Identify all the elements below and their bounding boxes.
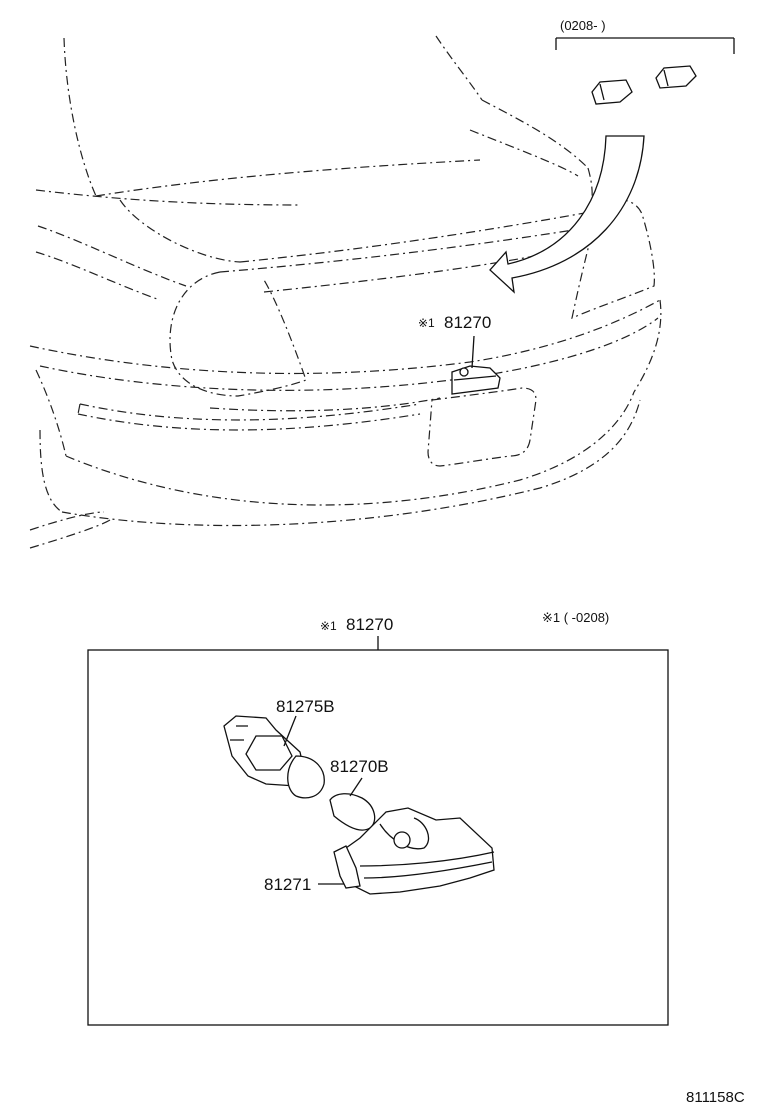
inset-lamp-parts bbox=[591, 65, 697, 105]
part-bulb-label: 81270B bbox=[330, 757, 389, 776]
footnote-label: ※1 ( -0208) bbox=[542, 610, 609, 625]
detail-number: 81270 bbox=[346, 615, 393, 634]
callout-top-number: 81270 bbox=[444, 313, 491, 332]
part-socket-label: 81275B bbox=[276, 697, 335, 716]
part-lens-label: 81271 bbox=[264, 875, 311, 894]
inset-bracket bbox=[555, 37, 735, 54]
car-rear-illustration bbox=[29, 35, 662, 549]
license-lamp-on-car bbox=[451, 335, 501, 395]
detail-box bbox=[87, 636, 669, 1026]
inset-range-label: (0208- ) bbox=[560, 18, 606, 33]
drawing-code: 811158C bbox=[686, 1089, 745, 1106]
detail-mark: ※1 bbox=[320, 619, 337, 633]
curved-arrow-icon bbox=[489, 135, 645, 294]
socket-part bbox=[223, 715, 325, 799]
callout-top-mark: ※1 bbox=[418, 316, 435, 330]
lens-housing-part bbox=[318, 807, 495, 895]
bulb-part bbox=[329, 777, 376, 831]
